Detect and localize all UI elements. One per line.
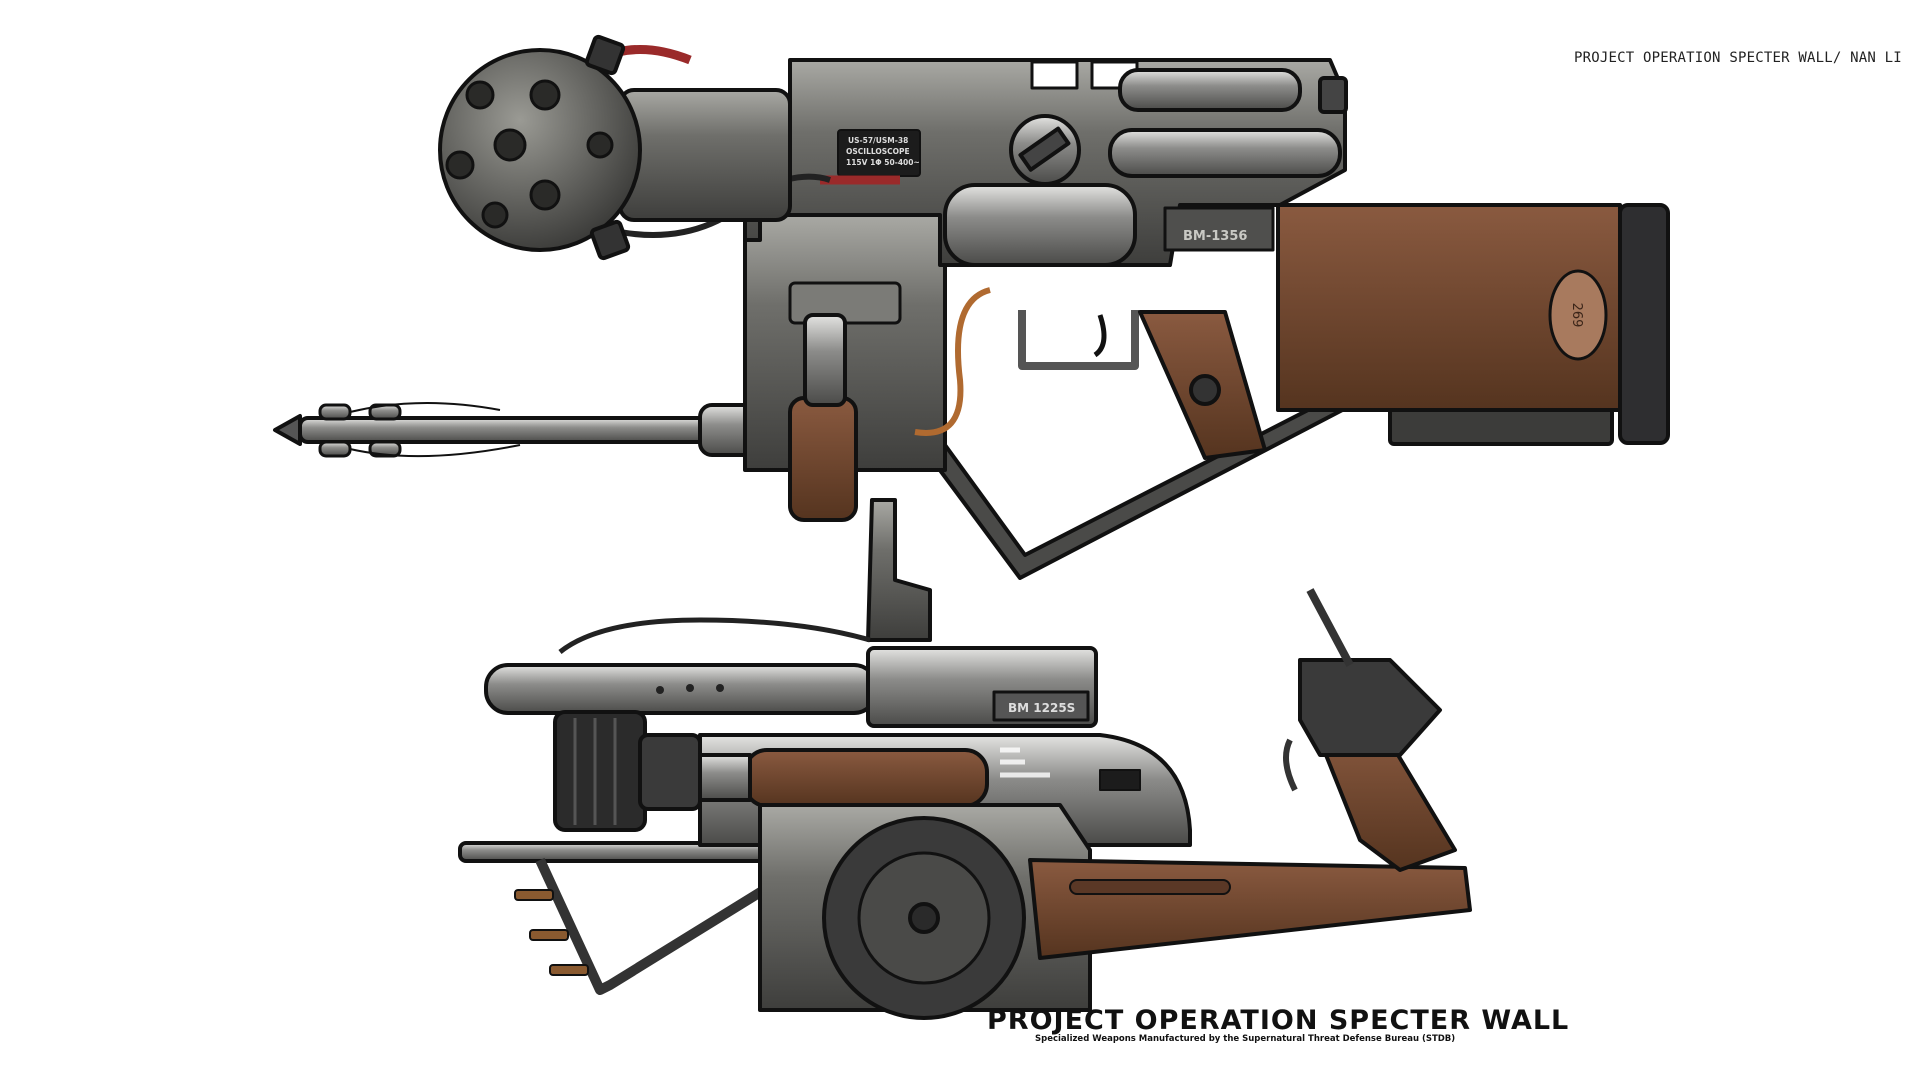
- bottom-data-plate: [1099, 769, 1141, 791]
- bottom-flashlight-head: [553, 710, 647, 832]
- top-sphere-studs: [445, 79, 614, 229]
- oscilloscope-plate-line: US-57/USM-38: [848, 136, 908, 145]
- top-buttplate: [1618, 203, 1670, 445]
- bottom-claw-strut: [535, 857, 783, 995]
- bottom-antenna: [1306, 588, 1354, 667]
- bottom-claw-prongs: [514, 889, 589, 976]
- bottom-top-tube: [484, 663, 878, 715]
- top-head-sleeve: [618, 88, 792, 222]
- top-muzzle-tip: [273, 414, 302, 446]
- oscilloscope-plate-line: OSCILLOSCOPE: [846, 147, 910, 156]
- top-model-plate-bg: [1163, 206, 1275, 252]
- top-foregrip: [788, 396, 858, 522]
- bottom-model-plate: BM 1225S: [1008, 701, 1075, 715]
- svg-text:US-57/USM-38 OSCILLOSCOP: US-57/USM-38 OSCILLOSCOPE 115V 1Φ 50-400…: [846, 136, 920, 167]
- top-copper-wire: [914, 287, 991, 436]
- oscilloscope-plate-line: 115V 1Φ 50-400~: [846, 158, 920, 167]
- top-stock-badge-bg: [1548, 269, 1608, 361]
- page-title: PROJECT OPERATION SPECTER WALL: [987, 1005, 1570, 1036]
- top-upper-tube: [1108, 128, 1342, 178]
- top-weapon: BM-1356 US-57/USM-38 OSCILLOSCOPE 115V 1…: [273, 34, 1670, 580]
- bottom-wood-tube: [743, 748, 989, 808]
- bottom-grip-housing: [1298, 658, 1442, 757]
- top-muzzle-coils: [318, 401, 521, 458]
- bottom-sight-tower: [866, 498, 932, 642]
- page-subtitle: Specialized Weapons Manufactured by the …: [1035, 1034, 1456, 1044]
- top-wood-stock: [1276, 203, 1622, 412]
- artist-credit: PROJECT OPERATION SPECTER WALL/ NAN LI: [1574, 50, 1902, 66]
- top-cylinder-tank: [943, 183, 1137, 267]
- bottom-model-plate-bg: [992, 690, 1090, 722]
- bottom-cable: [558, 617, 871, 654]
- top-stock-badge: 269: [1569, 303, 1584, 328]
- top-model-plate: BM-1356: [1183, 229, 1247, 244]
- bottom-weapon: BM 1225S: [458, 498, 1472, 1020]
- top-trigger-guard: [1018, 310, 1139, 370]
- bottom-wood-stock: [1028, 858, 1472, 960]
- top-barrel: [298, 416, 752, 444]
